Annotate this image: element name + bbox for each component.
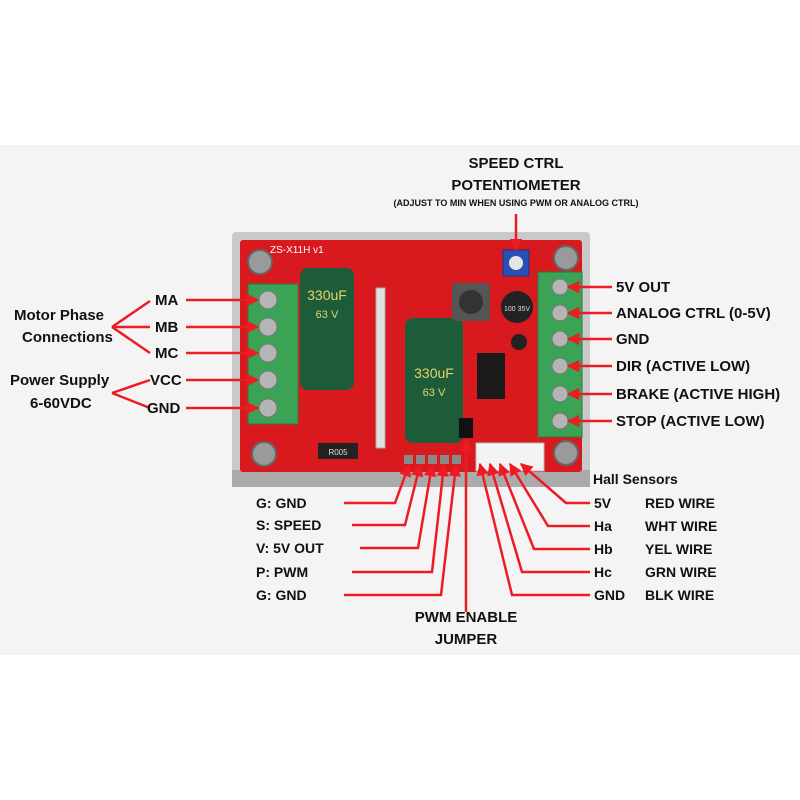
pwm-jumper: [459, 418, 473, 438]
right-terminal-block: [537, 271, 583, 438]
hall-wire-yel: YEL WIRE: [645, 541, 713, 557]
jumper-line-2: JUMPER: [434, 631, 498, 648]
hall-wire-blk: BLK WIRE: [645, 587, 715, 603]
right-pin-analog: ANALOG CTRL (0-5V): [616, 305, 771, 322]
title-note: (ADJUST TO MIN WHEN USING PWM OR ANALOG …: [393, 198, 639, 208]
bottom-pin-g1: G: GND: [256, 495, 307, 511]
resistor-code: R005: [328, 448, 348, 457]
left-pin-gnd: GND: [147, 400, 181, 417]
left-pin-vcc: VCC: [150, 372, 182, 389]
left-terminal-block: [247, 283, 299, 425]
cap-right-text: 330uF: [414, 365, 454, 381]
shunt-resistor: [318, 443, 358, 459]
small-capacitor: [501, 291, 533, 323]
group-power-line-2: 6-60VDC: [30, 395, 92, 412]
group-power-line-1: Power Supply: [10, 372, 110, 389]
cap-right-volt: 63 V: [423, 387, 446, 399]
hall-wire-grn: GRN WIRE: [645, 564, 717, 580]
capacitor-left: 330uF 63 V: [300, 268, 354, 390]
hall-title: Hall Sensors: [593, 471, 678, 487]
right-pin-stop: STOP (ACTIVE LOW): [616, 413, 765, 430]
right-pin-5v-out: 5V OUT: [616, 279, 671, 296]
group-motor-phase-line-1: Motor Phase: [14, 307, 105, 324]
bottom-pin-v: V: 5V OUT: [256, 540, 324, 556]
capacitor-right: 330uF 63 V: [405, 318, 463, 443]
silk-model: ZS-X11H v1: [270, 245, 324, 256]
arrows: [111, 214, 612, 612]
small-cap-text: 100 35V: [504, 306, 530, 313]
hall-pin-gnd: GND: [594, 587, 626, 603]
cap-left-text: 330uF: [307, 287, 347, 303]
hall-pin-hb: Hb: [594, 541, 613, 557]
pin-header: [404, 455, 461, 464]
left-pin-mc: MC: [155, 345, 179, 362]
hall-wire-wht: WHT WIRE: [645, 518, 718, 534]
right-pin-dir: DIR (ACTIVE LOW): [616, 358, 751, 375]
group-motor-phase-line-2: Connections: [22, 329, 113, 346]
hall-connector: [475, 442, 545, 472]
driver-ic: [477, 353, 505, 399]
hall-pin-ha: Ha: [594, 518, 612, 534]
right-pin-brake: BRAKE (ACTIVE HIGH): [616, 386, 781, 403]
hall-pin-5v: 5V: [594, 495, 612, 511]
left-pin-mb: MB: [155, 319, 179, 336]
left-pin-ma: MA: [155, 292, 179, 309]
title-line-1: SPEED CTRL: [468, 155, 564, 172]
bottom-pin-s: S: SPEED: [256, 517, 322, 533]
title-line-2: POTENTIOMETER: [451, 177, 581, 194]
mounting-screws: [247, 245, 579, 467]
hall-pin-hc: Hc: [594, 564, 612, 580]
center-fin: [375, 287, 386, 449]
cap-left-volt: 63 V: [316, 309, 339, 321]
hall-wire-red: RED WIRE: [645, 495, 715, 511]
right-pin-gnd: GND: [616, 331, 650, 348]
jumper-line-1: PWM ENABLE: [414, 609, 518, 626]
bottom-pin-p: P: PWM: [256, 564, 309, 580]
bottom-pin-g2: G: GND: [256, 587, 307, 603]
